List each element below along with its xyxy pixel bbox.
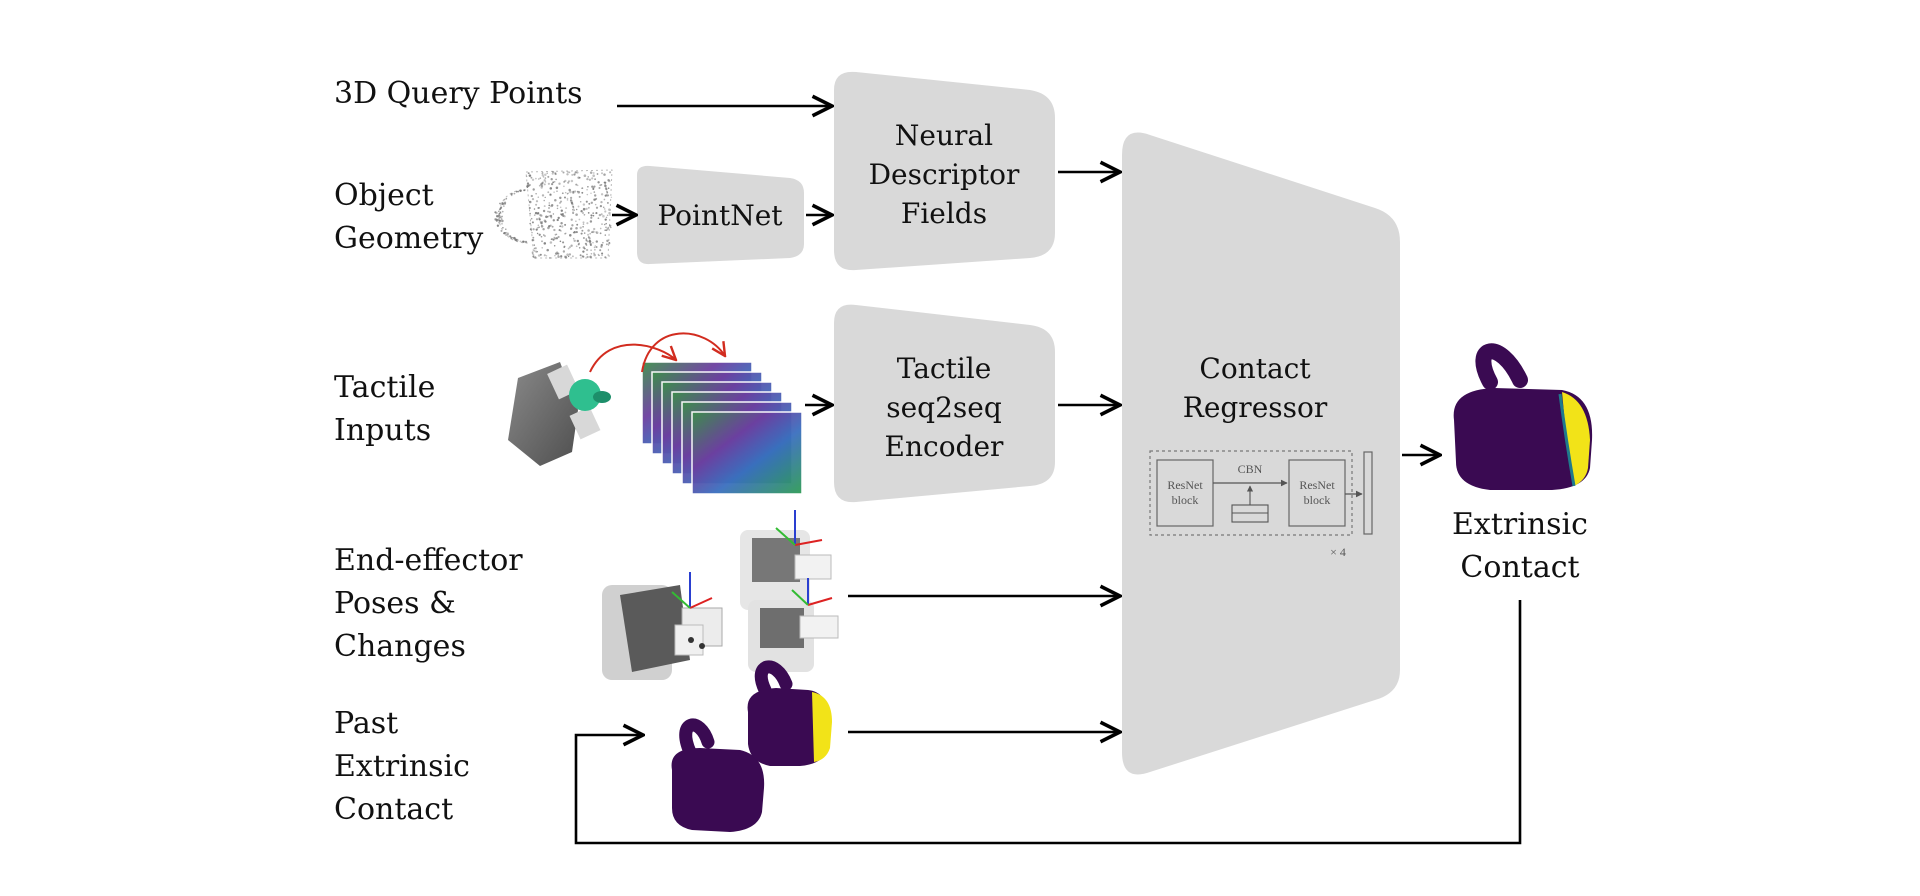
output-layer-bar (1363, 451, 1373, 535)
object-geometry-label-line1: Object (334, 178, 434, 213)
resnet-block-b (1288, 459, 1346, 527)
ee-poses-label-line3: Changes (334, 629, 466, 664)
tactile-encoder-label-line1: Tactile (897, 352, 992, 385)
ee-poses-label-line1: End-effector (334, 543, 523, 578)
ee-poses-label-line2: Poses & (334, 586, 456, 621)
tactile-frames (641, 361, 803, 495)
regressor-detail: ResNet block ResNet block CBN × 4 (1149, 450, 1373, 559)
tactile-inputs-label-line1: Tactile (334, 370, 435, 405)
past-contact-mugs-image (671, 660, 832, 832)
tactile-encoder-block (834, 304, 1055, 503)
output-label-line1: Extrinsic (1452, 507, 1588, 542)
resnet-block-b-line2: block (1304, 493, 1331, 507)
output-label-line2: Contact (1460, 550, 1579, 585)
object-geometry-label-line2: Geometry (334, 221, 483, 256)
pointnet-block (637, 165, 804, 265)
tactile-encoder-label-line2: seq2seq (886, 391, 1002, 424)
resnet-block-b-line1: ResNet (1299, 478, 1335, 492)
repeat-label: × 4 (1330, 545, 1346, 559)
past-contact-label-line3: Contact (334, 792, 453, 827)
contact-regressor-block (1122, 132, 1400, 775)
pointnet-label: PointNet (657, 199, 783, 232)
query-points-label: 3D Query Points (334, 76, 583, 111)
ndf-label-line3: Fields (901, 197, 987, 230)
regressor-label-line2: Regressor (1183, 391, 1328, 424)
output-contact-mug-image (1453, 343, 1593, 490)
tactile-encoder-label-line3: Encoder (885, 430, 1005, 463)
feedback-loop-arrow (574, 600, 1522, 845)
resnet-block-a-line2: block (1172, 493, 1199, 507)
past-contact-label-line2: Extrinsic (334, 749, 470, 784)
point-cloud-mug-image (494, 169, 613, 259)
ndf-block (834, 71, 1055, 271)
tactile-frame (691, 411, 803, 495)
ndf-label-line2: Descriptor (869, 158, 1020, 191)
resnet-block-a (1156, 459, 1214, 527)
tactile-inputs-label-line2: Inputs (334, 413, 431, 448)
past-contact-label-line1: Past (334, 706, 398, 741)
ndf-label-line1: Neural (895, 119, 993, 152)
ee-poses-image (602, 510, 839, 680)
tactile-sensor (569, 379, 601, 411)
regressor-label-line1: Contact (1199, 352, 1311, 385)
cbn-label: CBN (1238, 462, 1263, 476)
resnet-block-a-line1: ResNet (1167, 478, 1203, 492)
tactile-inputs-image (508, 332, 803, 495)
